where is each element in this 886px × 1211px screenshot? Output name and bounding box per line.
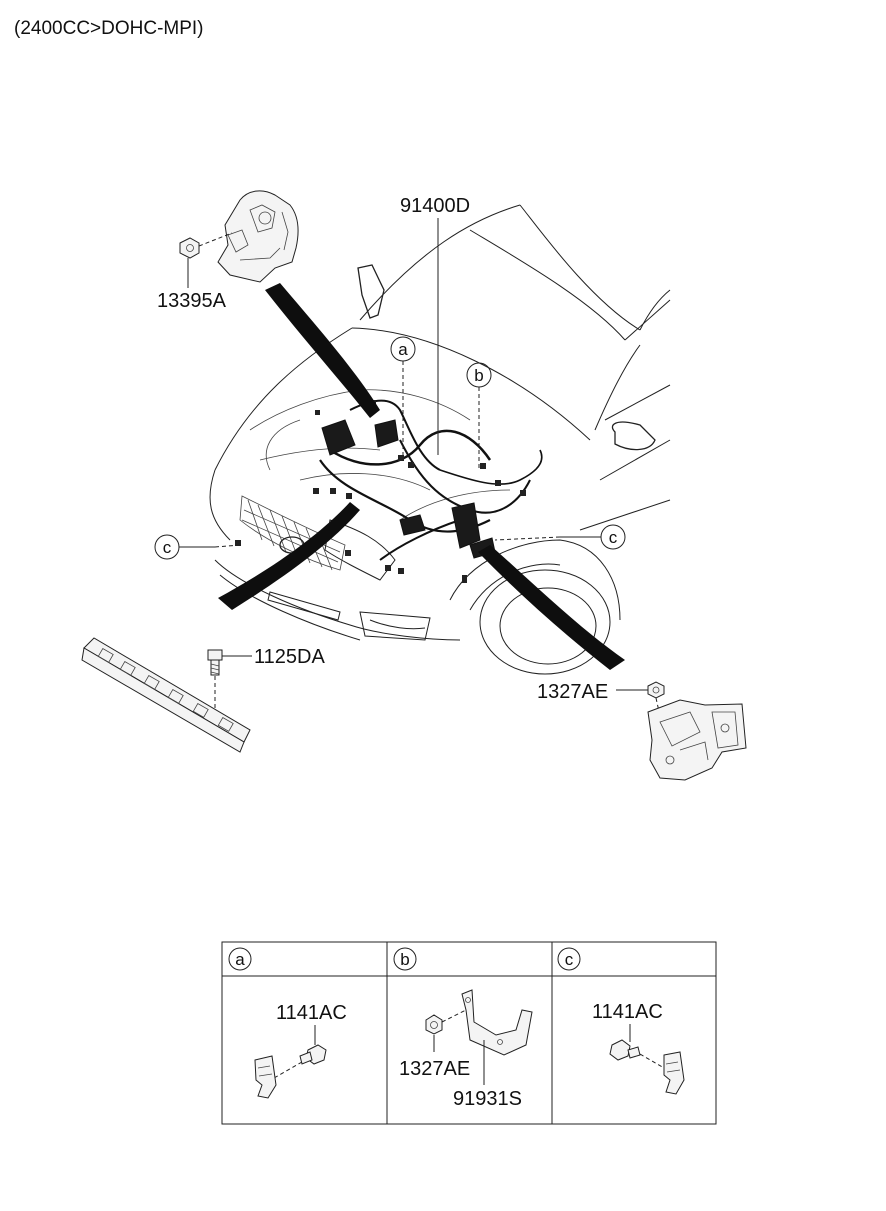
marker-a-letter: a bbox=[398, 340, 408, 359]
panel-a-clip bbox=[254, 1055, 277, 1099]
bolt-1125DA bbox=[207, 649, 223, 676]
marker-c-right-letter: c bbox=[609, 528, 618, 547]
nut-1327AE bbox=[647, 681, 665, 699]
marker-c-left: c bbox=[154, 534, 241, 560]
callout-1125DA: 1125DA bbox=[254, 646, 325, 668]
marker-a: a bbox=[390, 336, 416, 455]
panel-c-bolt bbox=[609, 1039, 641, 1061]
detail-panel-c: c 1141AC bbox=[557, 947, 685, 1095]
panel-a-bolt bbox=[299, 1044, 327, 1065]
vehicle-outline bbox=[209, 204, 671, 675]
wire-harness-91400D bbox=[235, 378, 543, 583]
callout-91400D: 91400D bbox=[400, 195, 470, 217]
connector-rail-part bbox=[81, 637, 251, 753]
leader-bands bbox=[218, 283, 625, 670]
panel-c-part-1141AC: 1141AC bbox=[592, 1001, 663, 1023]
engine-spec-label: (2400CC>DOHC-MPI) bbox=[14, 18, 204, 39]
marker-b: b bbox=[466, 362, 492, 470]
panel-b-bracket bbox=[461, 989, 533, 1056]
marker-c-left-letter: c bbox=[163, 538, 172, 557]
right-bracket-part bbox=[647, 699, 747, 781]
nut-13395A bbox=[179, 237, 200, 259]
callout-13395A: 13395A bbox=[157, 290, 227, 312]
panel-b-nut bbox=[425, 1014, 443, 1035]
left-bracket-part bbox=[217, 190, 299, 283]
panel-b-header: b bbox=[400, 950, 409, 969]
detail-panel-b: b 1327AE 91931S bbox=[393, 947, 533, 1110]
callout-1327AE: 1327AE bbox=[537, 681, 608, 703]
panel-a-part-1141AC: 1141AC bbox=[276, 1002, 347, 1024]
detail-panel-a: a 1141AC bbox=[228, 947, 347, 1099]
panel-c-header: c bbox=[565, 950, 574, 969]
panel-c-clip bbox=[663, 1051, 685, 1095]
marker-b-letter: b bbox=[474, 366, 483, 385]
detail-table bbox=[221, 941, 717, 1125]
marker-c-right: c bbox=[494, 524, 626, 550]
panel-a-header: a bbox=[235, 950, 245, 969]
panel-b-part-1327AE: 1327AE bbox=[399, 1058, 470, 1080]
panel-b-part-91931S: 91931S bbox=[453, 1088, 522, 1110]
